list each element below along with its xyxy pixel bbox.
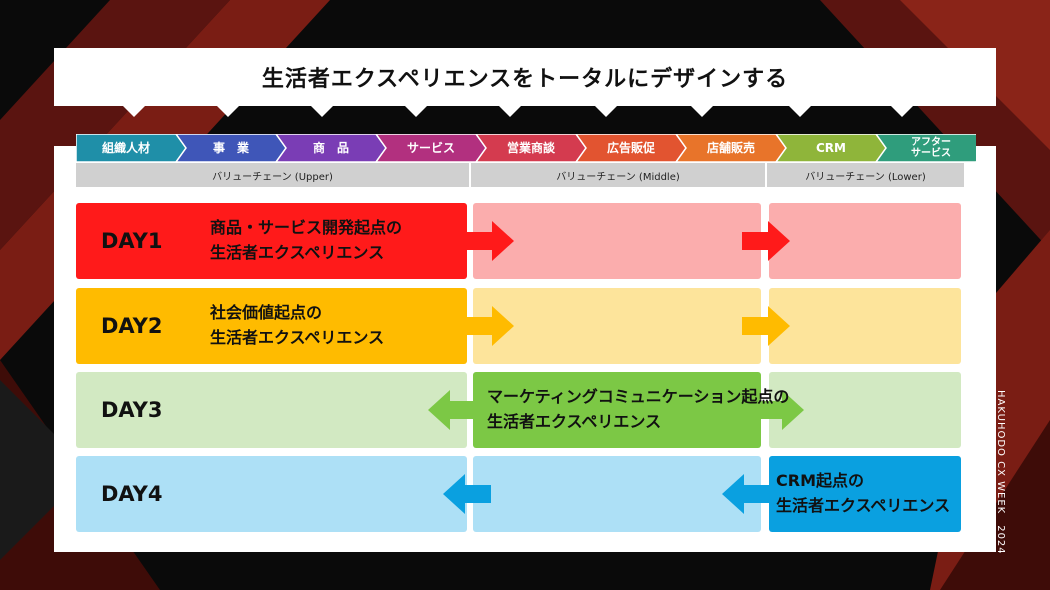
description-line-2: 生活者エクスペリエンス (210, 243, 385, 262)
segment-lower: バリューチェーン (Lower) (767, 163, 964, 187)
event-side-label: HAKUHODO CX WEEK 2024 (995, 390, 1006, 555)
day3-cell-upper (76, 372, 467, 448)
day2-cell-middle (473, 288, 761, 364)
title-bar: 生活者エクスペリエンスをトータルにデザインする (54, 48, 996, 106)
day1-cell-middle (473, 203, 761, 279)
stage-chevron (475, 134, 587, 162)
segment-middle-label: バリューチェーン (Middle) (556, 171, 680, 183)
page-title: 生活者エクスペリエンスをトータルにデザインする (261, 67, 789, 92)
description-line-1: マーケティングコミュニケーション起点の (487, 387, 790, 406)
day4-arrow-left-2 (722, 474, 770, 514)
day3-arrow-left (428, 390, 476, 430)
day3-arrow-right (756, 390, 804, 430)
day1-arrow-right-2 (742, 221, 790, 261)
day3-cell-middle (473, 372, 761, 448)
day3-label: DAY3 (101, 398, 163, 422)
segment-middle: バリューチェーン (Middle) (471, 163, 765, 187)
description-line-2: 生活者エクスペリエンス (487, 412, 662, 431)
stage-label: 営業商談 (506, 140, 555, 155)
title-notches (122, 105, 914, 117)
day4-cell-upper (76, 456, 467, 532)
day4-label: DAY4 (101, 482, 163, 506)
day4-arrow-left-1 (443, 474, 491, 514)
day4-description: CRM起点の生活者エクスペリエンス (776, 468, 950, 518)
day2-arrow-right-2 (742, 306, 790, 346)
stage-chevron (675, 134, 787, 162)
description-line-2: 生活者エクスペリエンス (776, 496, 951, 515)
stage-label: 組織人材 (101, 140, 150, 155)
stage-chevron (175, 134, 287, 162)
day2-description: 社会価値起点の生活者エクスペリエンス (210, 300, 384, 350)
stage-label: サービス (406, 140, 455, 155)
stage-label: 広告販促 (606, 140, 655, 155)
stage-label: 商 品 (312, 140, 349, 155)
description-line-2: 生活者エクスペリエンス (210, 328, 385, 347)
day2-label: DAY2 (101, 314, 163, 338)
stage-label: 店舗販売 (706, 140, 755, 155)
stage-chevron (575, 134, 687, 162)
segment-upper: バリューチェーン (Upper) (76, 163, 469, 187)
day1-description: 商品・サービス開発起点の生活者エクスペリエンス (210, 215, 402, 265)
stage-label: CRM (816, 140, 846, 155)
day2-cell-upper (76, 288, 467, 364)
stage-chevron (375, 134, 487, 162)
stage-chevron (275, 134, 387, 162)
day2-cell-lower (769, 288, 961, 364)
stage-label: 事 業 (212, 140, 249, 155)
day1-cell-upper (76, 203, 467, 279)
description-line-1: 商品・サービス開発起点の (210, 218, 403, 237)
stage-label: アフター サービス (911, 137, 951, 159)
day3-description: マーケティングコミュニケーション起点の生活者エクスペリエンス (487, 384, 789, 434)
day1-arrow-right-1 (466, 221, 514, 261)
day1-label: DAY1 (101, 229, 163, 253)
description-line-1: 社会価値起点の (210, 303, 323, 322)
day1-cell-lower (769, 203, 961, 279)
stage-chevron (775, 134, 887, 162)
segment-lower-label: バリューチェーン (Lower) (805, 171, 926, 183)
description-line-1: CRM起点の (776, 471, 864, 490)
day4-cell-lower (769, 456, 961, 532)
day2-arrow-right-1 (466, 306, 514, 346)
segment-upper-label: バリューチェーン (Upper) (212, 171, 333, 183)
day4-cell-middle (473, 456, 761, 532)
value-chain-stages (76, 134, 976, 162)
stage-chevron (875, 134, 976, 162)
